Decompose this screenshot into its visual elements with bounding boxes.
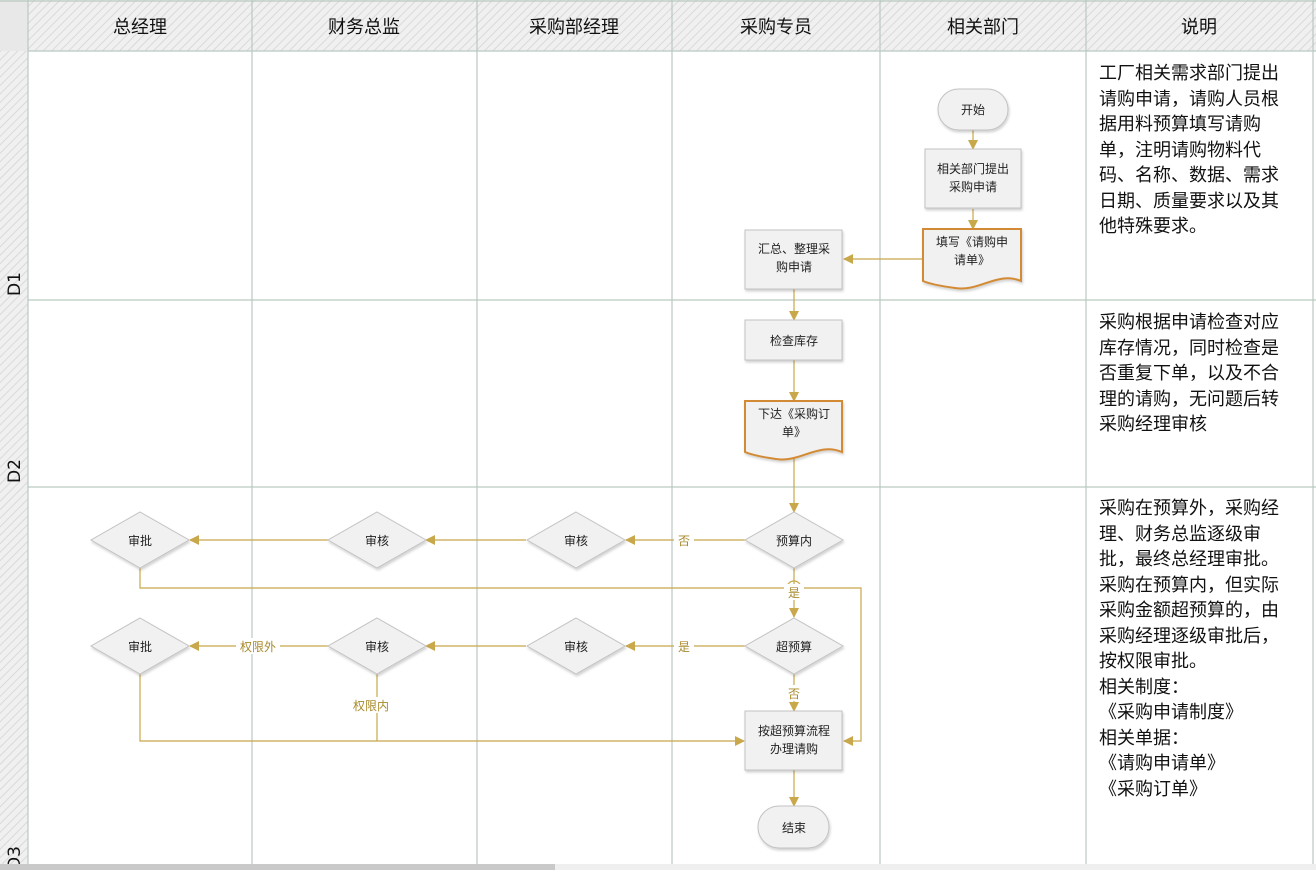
description-d2: 采购根据申请检查对应库存情况，同时检查是否重复下单，以及不合理的请购，无问题后转…	[1099, 312, 1279, 435]
decision-cfo-review-2	[326, 617, 428, 675]
horizontal-scrollbar-thumb[interactable]	[0, 864, 555, 870]
connectors	[139, 130, 978, 807]
check-stock-label: 检查库存	[770, 333, 818, 348]
edge-label-beyond-authority: 权限外	[240, 640, 276, 654]
col-header-purchase-staff: 采购专员	[740, 17, 812, 38]
decision-gm-approve-1	[89, 511, 191, 569]
end-node	[757, 805, 830, 849]
description-d3: 采购在预算外，采购经理、财务总监逐级审批，最终总经理审批。采购在预算内，但实际采…	[1099, 498, 1279, 800]
row-label-d1: D1	[5, 272, 25, 296]
col-header-cfo: 财务总监	[328, 17, 400, 38]
row-label-d2: D2	[5, 459, 25, 483]
decision-gm-approve-2	[89, 617, 191, 675]
col-header-gm: 总经理	[113, 17, 167, 38]
fill-form-label: 填写《请购申请单》	[936, 234, 1008, 267]
document-purchase-order	[744, 400, 843, 461]
gm-approve-2-label: 审批	[128, 639, 152, 654]
cfo-review-1-label: 审核	[365, 533, 389, 548]
col-header-purchase-mgr: 采购部经理	[529, 17, 619, 38]
decision-mgr-review-1	[525, 511, 627, 569]
col-header-notes: 说明	[1181, 17, 1217, 38]
process-check-stock	[744, 319, 843, 361]
start-label: 开始	[961, 103, 985, 117]
decision-over-budget	[743, 617, 845, 675]
decision-cfo-review-1	[326, 511, 428, 569]
header-band	[0, 0, 1316, 51]
edge-label-within-authority: 权限内	[353, 699, 389, 713]
horizontal-scrollbar-track[interactable]	[555, 864, 1316, 870]
gm-approve-1-label: 审批	[128, 533, 152, 548]
document-fill-request	[922, 228, 1022, 290]
issue-po-label: 下达《采购订单》	[758, 406, 830, 439]
edge-label-no-budget: 否	[678, 534, 690, 548]
start-node	[937, 88, 1009, 131]
decision-mgr-review-2	[525, 617, 627, 675]
cfo-review-2-label: 审核	[365, 639, 389, 654]
process-over-label: 按超预算流程办理请购	[758, 723, 830, 756]
description-d1: 工厂相关需求部门提出请购申请，请购人员根据用料预算填写请购单，注明请购物料代码、…	[1099, 63, 1279, 237]
dept-apply-label: 相关部门提出采购申请	[937, 161, 1009, 194]
process-summarize	[744, 229, 843, 290]
row-label-band	[0, 51, 28, 864]
mgr-review-1-label: 审核	[564, 533, 588, 548]
edge-label-no-over: 否	[788, 687, 800, 701]
in-budget-label: 预算内	[776, 533, 812, 548]
process-dept-apply	[924, 148, 1022, 209]
decision-in-budget	[743, 511, 845, 569]
summarize-label: 汇总、整理采购申请	[758, 241, 830, 274]
edge-label-yes-over: 是	[678, 640, 690, 654]
over-budget-label: 超预算	[776, 639, 812, 654]
col-header-related-dept: 相关部门	[947, 17, 1019, 38]
mgr-review-2-label: 审核	[564, 639, 588, 654]
edge-label-yes-budget: 是	[788, 586, 800, 600]
end-label: 结束	[782, 821, 806, 835]
process-over-budget-flow	[744, 710, 843, 771]
